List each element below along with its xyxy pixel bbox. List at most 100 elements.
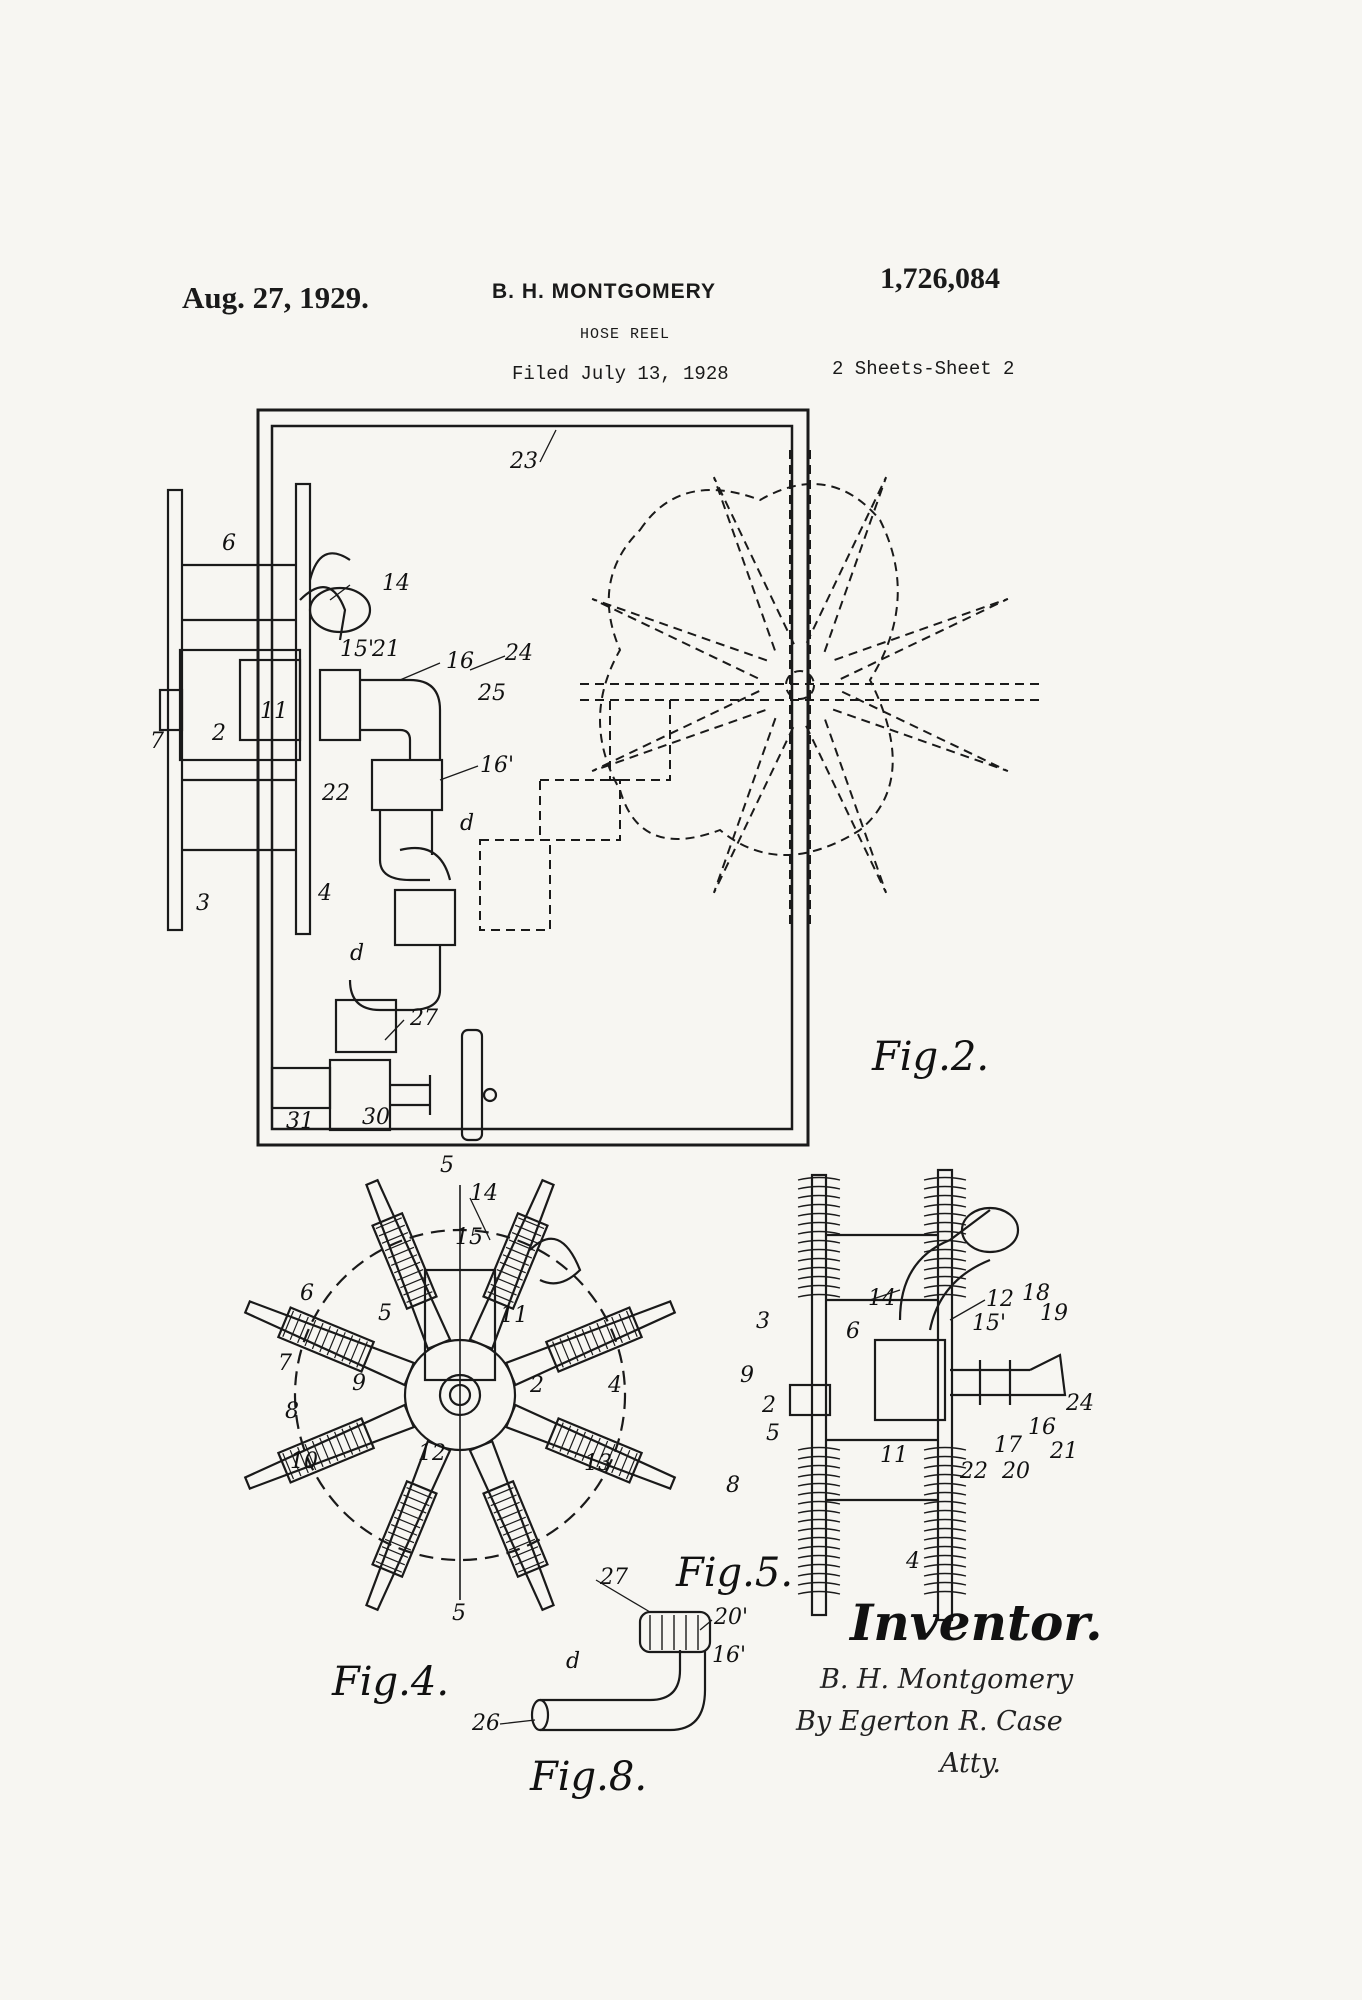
spring-box [544, 1306, 644, 1373]
fig2-label-d1: d [460, 811, 474, 836]
fig2-label-3: 3 [196, 891, 210, 916]
coil-spring-turn [923, 1248, 967, 1253]
fig8-label-20p: 20' [713, 1605, 748, 1630]
signature-atty: Atty. [937, 1748, 1001, 1779]
coil-spring-turn [797, 1266, 841, 1271]
spring-box [482, 1211, 549, 1311]
spring-box [544, 1417, 644, 1484]
fig8-label-16p: 16' [712, 1643, 746, 1668]
reel-spoke [468, 1439, 555, 1612]
leader-lines [329, 429, 986, 1725]
coil-spring-turn [923, 1563, 967, 1568]
coil-spring-turn [797, 1536, 841, 1541]
patent-number: 1,726,084 [880, 262, 1000, 295]
coil-spring-turn [923, 1500, 967, 1505]
coil-spring-turn [923, 1509, 967, 1514]
fig2-label-27: 27 [409, 1006, 438, 1031]
fig2-label-7: 7 [150, 729, 164, 754]
fig4-label-14: 14 [470, 1181, 498, 1206]
fig2-label-16: 16 [446, 649, 474, 674]
spring-box [371, 1211, 438, 1311]
figure-5 [788, 1168, 1067, 1622]
reel-spoke-dashed [832, 690, 1009, 773]
reel-spoke [243, 1300, 416, 1387]
fig5-label-5: 5 [766, 1421, 780, 1446]
patent-date: Aug. 27, 1929. [182, 280, 369, 315]
coil-spring-turn [797, 1293, 841, 1298]
fig4-caption: Fig.4. [331, 1659, 449, 1705]
coil-spring-turn [797, 1572, 841, 1577]
fig2-label-23: 23 [509, 449, 538, 474]
patent-title: HOSE REEL [580, 326, 671, 343]
fig2-label-22: 22 [321, 781, 350, 806]
reel-spoke-dashed [591, 690, 768, 773]
fig2-label-31: 31 [286, 1109, 314, 1134]
coil-spring-turn [923, 1446, 967, 1451]
coil-spring-turn [923, 1266, 967, 1271]
coil-spring-turn [923, 1194, 967, 1199]
fig4-label-6: 6 [300, 1281, 314, 1306]
fig5-label-14: 14 [868, 1286, 896, 1311]
fig5-label-18: 18 [1022, 1281, 1050, 1306]
coil-spring-turn [797, 1518, 841, 1523]
sheet-count: 2 Sheets-Sheet 2 [832, 358, 1015, 380]
signature-by: By Egerton R. Case [795, 1706, 1063, 1737]
fig4-label-8: 8 [285, 1399, 299, 1424]
coil-spring-turn [797, 1221, 841, 1226]
fig2-label-6: 6 [222, 531, 236, 556]
fig5-label-8: 8 [726, 1473, 740, 1498]
fig5-label-6: 6 [846, 1319, 860, 1344]
fig8-label-27: 27 [599, 1565, 628, 1590]
coil-spring-turn [797, 1554, 841, 1559]
coil-spring-turn [797, 1491, 841, 1496]
coil-spring-turn [923, 1545, 967, 1550]
fig2-label-15p: 15' [340, 637, 374, 662]
coil-spring-turn [797, 1455, 841, 1460]
fig5-label-21: 21 [1049, 1439, 1078, 1464]
coil-spring-turn [797, 1239, 841, 1244]
fig5-label-24: 24 [1065, 1391, 1094, 1416]
fig8-caption: Fig.8. [529, 1754, 647, 1800]
coil-spring-turn [923, 1536, 967, 1541]
coil-spring-turn [797, 1500, 841, 1505]
coil-spring-turn [797, 1284, 841, 1289]
coil-spring-turn [923, 1257, 967, 1262]
coil-spring-turn [923, 1572, 967, 1577]
reel-spoke-dashed [591, 597, 768, 680]
fig4-label-5-top: 5 [440, 1153, 454, 1178]
reel-spoke [504, 1300, 677, 1387]
coil-spring-turn [923, 1275, 967, 1280]
reel-spoke-dashed [832, 597, 1009, 680]
pipe-assembly [270, 552, 498, 1142]
reel-spoke-dashed [712, 717, 795, 894]
fig4-label-12: 12 [418, 1441, 446, 1466]
fig4-label-7: 7 [278, 1351, 292, 1376]
coil-spring-turn [923, 1527, 967, 1532]
coil-spring-turn [923, 1581, 967, 1586]
fig5-label-19: 19 [1040, 1301, 1068, 1326]
filing-date: Filed July 13, 1928 [512, 363, 729, 385]
fig5-label-4: 4 [905, 1549, 920, 1574]
coil-spring-turn [923, 1554, 967, 1559]
reel-side-view [158, 482, 312, 936]
coil-spring-turn [923, 1176, 967, 1181]
fig5-label-17: 17 [994, 1433, 1022, 1458]
coil-spring-turn [797, 1194, 841, 1199]
spring-box [371, 1479, 438, 1579]
coil-spring-turn [797, 1257, 841, 1262]
coil-spring-turn [797, 1185, 841, 1190]
fig5-label-12: 12 [986, 1287, 1014, 1312]
figure-8 [530, 1610, 712, 1732]
spring-box [276, 1417, 376, 1484]
coil-spring-turn [797, 1464, 841, 1469]
coil-spring-turn [797, 1473, 841, 1478]
fig4-label-9: 9 [352, 1371, 366, 1396]
spring-box [276, 1306, 376, 1373]
figure-4 [243, 1178, 677, 1612]
coil-spring-turn [923, 1473, 967, 1478]
coil-spring-turn [797, 1590, 841, 1595]
fig5-label-11: 11 [880, 1443, 908, 1468]
reel-spoke-dashed [805, 476, 888, 653]
fig2-caption: Fig.2. [871, 1034, 989, 1080]
